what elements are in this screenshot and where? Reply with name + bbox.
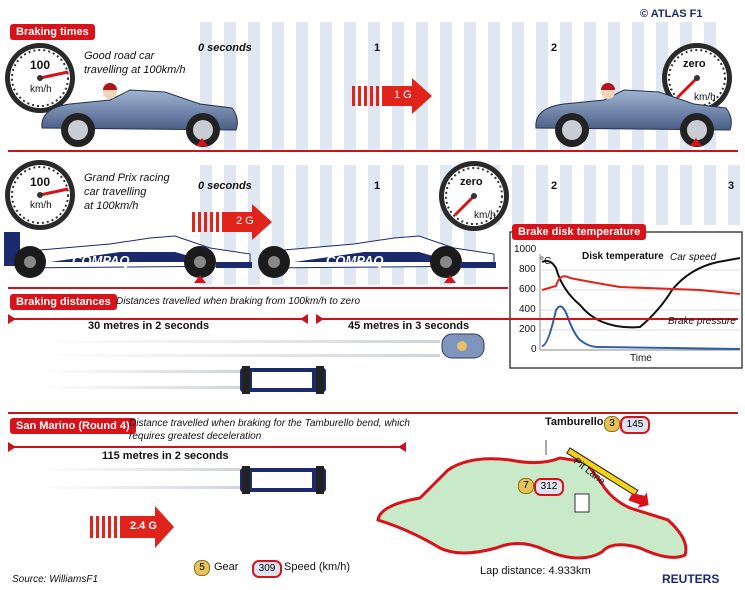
- disk-temp-label: Disk temperature: [582, 251, 664, 262]
- tamburello-label: Tamburello: [545, 416, 604, 428]
- y-tick-200: 200: [519, 324, 536, 335]
- two-point-four-g-label: 2.4 G: [130, 520, 157, 532]
- san-marino-caption-1: Distance travelled when braking for the …: [129, 418, 410, 429]
- speed-before-badge: 312: [534, 478, 564, 496]
- y-tick-1000: 1000: [514, 244, 537, 255]
- brand-logo: © ATLAS F1: [640, 8, 703, 20]
- san-marino-caption-2: requires greatest deceleration: [129, 431, 262, 442]
- tamburello-distance-label: 115 metres in 2 seconds: [102, 450, 229, 462]
- brake-disk-panel: [509, 231, 743, 369]
- f1-dial-value: 100: [30, 175, 51, 189]
- disk-temperature-curve: [541, 257, 741, 329]
- braking-distances-caption: Distances travelled when braking from 10…: [116, 296, 361, 307]
- f1-time-label-0s: 0 seconds: [198, 180, 252, 192]
- f1-car-text-2: car travelling: [84, 186, 147, 198]
- f1-dial-unit: km/h: [30, 200, 52, 211]
- chart-unit: °C: [540, 256, 552, 267]
- road-car-speedometer: [5, 43, 75, 113]
- braking-distances-header: Braking distances: [10, 294, 117, 310]
- two-g-label: 2 G: [236, 215, 254, 227]
- f1-car-topdown-2: [240, 466, 326, 494]
- legend-speed-label: Speed (km/h): [284, 561, 351, 573]
- two-g-arrow: [192, 204, 272, 240]
- road-car-start-marker: [196, 138, 208, 146]
- road-car-stop: [535, 83, 732, 147]
- time-label-2s: 2: [551, 42, 558, 54]
- f1-car-start-marker: [194, 275, 206, 283]
- section-dividers: [8, 150, 738, 414]
- braking-times-header: Braking times: [10, 24, 95, 40]
- f1-time-label-2s: 2: [551, 180, 558, 192]
- reuters-logo: REUTERS: [662, 572, 720, 586]
- y-tick-800: 800: [519, 264, 536, 275]
- road-end-dial-unit: km/h: [694, 92, 716, 103]
- gear-before-badge: 7: [518, 478, 534, 494]
- y-tick-0: 0: [531, 344, 537, 355]
- f1-car-topdown-1: [240, 366, 326, 394]
- legend-gear-label: Gear: [214, 561, 239, 573]
- one-g-arrow: [352, 78, 432, 114]
- f1-speedometer: [5, 160, 75, 230]
- speed-streaks: [40, 340, 440, 489]
- source-label: Source: WilliamsF1: [12, 574, 99, 585]
- imola-circuit: [376, 440, 688, 560]
- speed-after-badge: 145: [620, 416, 650, 434]
- road-car-end-speedometer: [662, 43, 732, 113]
- road-dial-value: 100: [30, 58, 51, 72]
- y-tick-400: 400: [519, 304, 536, 315]
- f1-end-dial-unit: km/h: [474, 210, 496, 221]
- distance-rulers: [8, 314, 738, 452]
- gear-after-badge: 3: [604, 416, 620, 432]
- f1-time-label-1s: 1: [374, 180, 381, 192]
- lap-distance-label: Lap distance: 4.933km: [480, 565, 591, 577]
- car-sponsor-right: COMPAQ: [326, 253, 384, 268]
- car-speed-curve: [541, 275, 741, 295]
- legend-gear-badge: 5: [194, 560, 210, 576]
- f1-car-start: [4, 232, 252, 278]
- f1-car-stop-marker: [444, 275, 456, 283]
- x-axis-label: Time: [630, 353, 652, 364]
- f1-end-speedometer: [439, 161, 509, 231]
- time-label-1s: 1: [374, 42, 381, 54]
- f1-time-label-3s: 3: [728, 180, 735, 192]
- road-car-text-2: travelling at 100km/h: [84, 64, 186, 76]
- f1-car-stop: [258, 235, 496, 278]
- f1-car-text-1: Grand Prix racing: [84, 172, 170, 184]
- road-end-dial-value: zero: [683, 58, 706, 70]
- car-sponsor-left: COMPAQ: [72, 253, 130, 268]
- road-car-start: [41, 83, 238, 147]
- road-dial-unit: km/h: [30, 84, 52, 95]
- f1-car-text-3: at 100km/h: [84, 200, 139, 212]
- road-car-stop-marker: [690, 138, 702, 146]
- time-label-0s: 0 seconds: [198, 42, 252, 54]
- one-g-label: 1 G: [394, 89, 412, 101]
- two-point-four-g-arrow: [90, 506, 174, 548]
- f1-end-dial-value: zero: [460, 176, 483, 188]
- brake-disk-header: Brake disk temperature: [512, 224, 647, 240]
- y-tick-600: 600: [519, 284, 536, 295]
- road-car-topdown: [441, 333, 485, 359]
- f1-distance-label: 45 metres in 3 seconds: [348, 320, 470, 332]
- road-distance-label: 30 metres in 2 seconds: [88, 320, 210, 332]
- road-car-text-1: Good road car: [84, 50, 155, 62]
- legend-speed-badge: 309: [252, 560, 282, 578]
- san-marino-header: San Marino (Round 4): [10, 418, 136, 434]
- brake-pressure-label: Brake pressure: [668, 316, 736, 327]
- car-speed-label: Car speed: [670, 252, 717, 263]
